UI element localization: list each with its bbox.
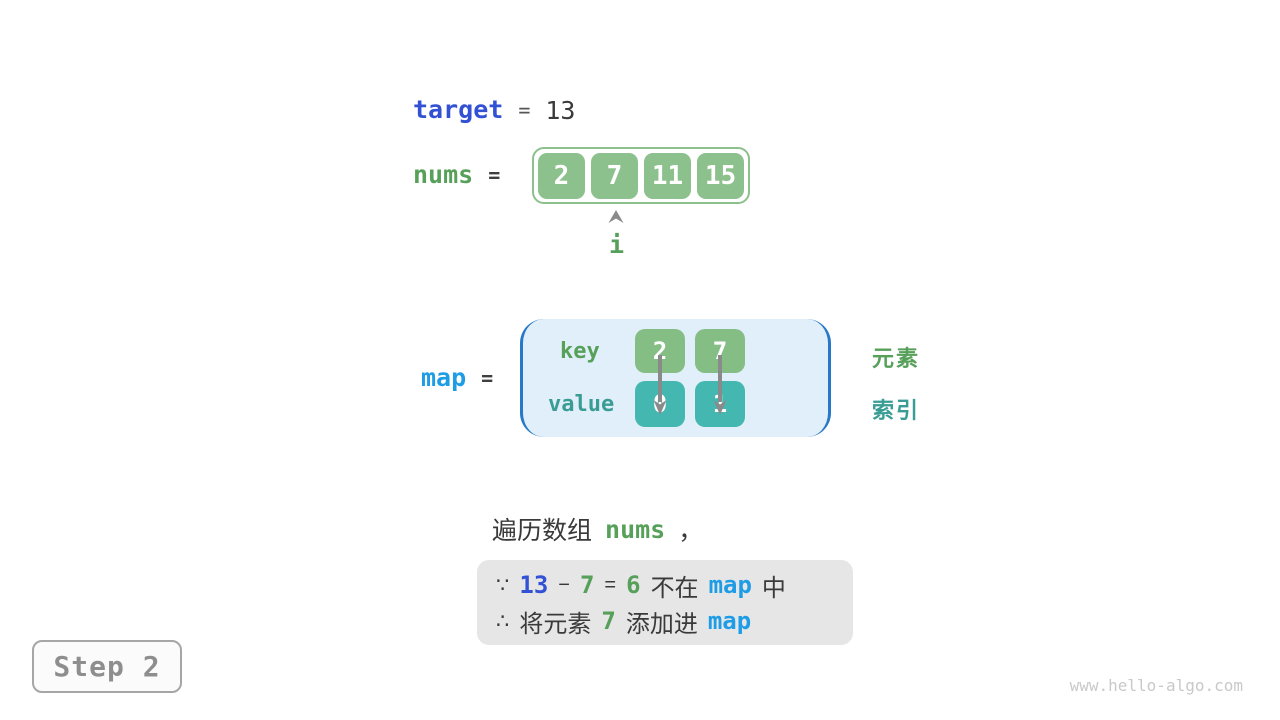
step-badge: Step 2 xyxy=(32,640,182,693)
map-value-cell-0: 0 xyxy=(635,381,685,427)
therefore-symbol: ∴ xyxy=(496,609,510,633)
minus-sign: − xyxy=(558,573,570,596)
map-label: map xyxy=(421,363,467,392)
map-value-cell-1: 1 xyxy=(695,381,745,427)
nums-array: 2 7 11 15 xyxy=(532,147,750,204)
map-equals: = xyxy=(481,366,494,390)
key-to-value-arrow-icon xyxy=(713,355,727,415)
nums-assignment: nums = xyxy=(413,160,500,190)
note-num-value-2: 7 xyxy=(601,607,616,635)
array-cell-2: 11 xyxy=(644,152,691,199)
caption: 遍历数组 nums ， xyxy=(492,514,704,546)
index-legend-label: 索引 xyxy=(872,398,921,423)
note-map-ref: map xyxy=(708,571,752,599)
map-assignment: map = xyxy=(421,363,493,393)
note-add-text: 将元素 xyxy=(519,610,592,638)
note-line-1: ∵ 13 − 7 = 6 不在 map 中 xyxy=(496,567,853,603)
caption-prefix: 遍历数组 xyxy=(492,517,593,545)
note-target-value: 13 xyxy=(519,571,549,599)
array-cell-0: 2 xyxy=(538,152,585,199)
target-value: 13 xyxy=(545,95,576,125)
array-cell-3: 15 xyxy=(697,152,744,199)
target-label: target xyxy=(413,95,504,124)
nums-equals: = xyxy=(488,163,501,187)
index-pointer-label: i xyxy=(609,230,625,259)
map-container: key value 2 7 0 1 xyxy=(520,319,831,437)
caption-comma: ， xyxy=(678,517,704,545)
index-pointer-arrow-icon xyxy=(608,210,624,223)
note-num-value: 7 xyxy=(579,571,595,599)
note-not-in-text: 不在 xyxy=(650,574,699,602)
target-assignment: target = 13 xyxy=(413,95,575,125)
watermark: www.hello-algo.com xyxy=(1069,676,1243,695)
map-key-label: key xyxy=(560,339,600,364)
equals-sign: = xyxy=(604,573,617,596)
note-in-text: 中 xyxy=(761,574,786,602)
caption-code: nums xyxy=(605,514,666,544)
note-line-2: ∴ 将元素 7 添加进 map xyxy=(496,603,853,639)
key-to-value-arrow-icon xyxy=(653,355,667,415)
map-value-label: value xyxy=(548,392,615,417)
target-equals: = xyxy=(518,98,531,122)
element-legend-label: 元素 xyxy=(872,346,921,371)
nums-label: nums xyxy=(413,160,474,189)
because-symbol: ∵ xyxy=(496,573,510,597)
note-map-ref-2: map xyxy=(707,607,752,635)
note-into-text: 添加进 xyxy=(625,610,698,638)
note-box: ∵ 13 − 7 = 6 不在 map 中 ∴ 将元素 7 添加进 map xyxy=(477,560,853,645)
array-cell-1: 7 xyxy=(591,152,638,199)
note-result-value: 6 xyxy=(626,571,641,599)
